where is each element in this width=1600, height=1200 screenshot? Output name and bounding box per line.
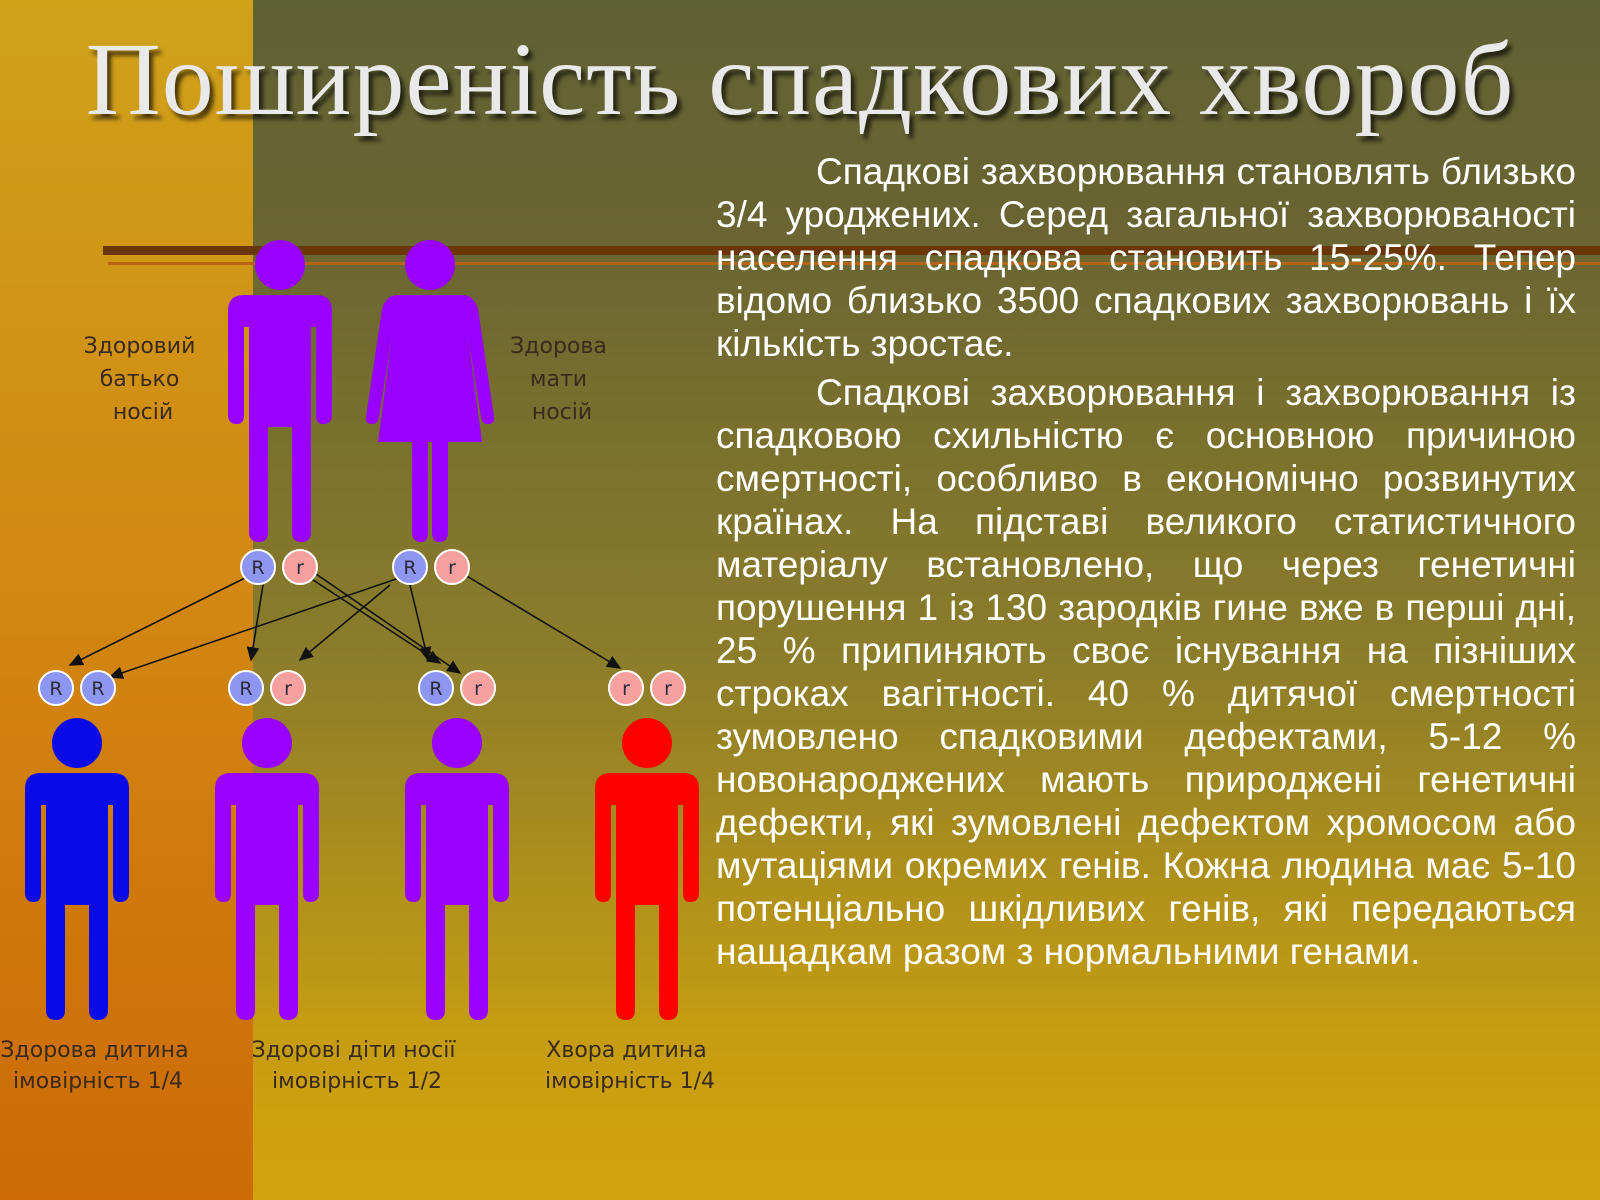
paragraph-1: Спадкові захворювання становлять близько… <box>716 151 1576 364</box>
title-divider-thin <box>108 262 1600 265</box>
svg-text:R: R <box>49 678 62 700</box>
father-label: Здоровий батько носій <box>84 334 203 425</box>
title-divider <box>103 246 1600 255</box>
caption-carrier-children: Здорові діти носії імовірність 1/2 <box>252 1038 463 1094</box>
child-carrier-figure <box>215 718 319 1020</box>
svg-text:r: r <box>622 678 630 700</box>
child3-alleles: R r <box>418 670 496 706</box>
svg-text:R: R <box>91 678 104 700</box>
caption-healthy-child: Здорова дитина імовірність 1/4 <box>0 1038 195 1094</box>
left-color-band <box>0 0 253 1200</box>
slide-body-text: Спадкові захворювання становлять близько… <box>716 150 1576 979</box>
svg-text:r: r <box>664 678 672 700</box>
svg-text:R: R <box>239 678 252 700</box>
caption-sick-child: Хвора дитина імовірність 1/4 <box>545 1038 715 1094</box>
child4-alleles: r r <box>608 670 686 706</box>
paragraph-2: Спадкові захворювання і захворювання із … <box>716 372 1576 972</box>
mother-figure <box>365 240 495 542</box>
svg-text:R: R <box>429 678 442 700</box>
mother-label: Здорова мати носій <box>510 334 614 425</box>
child-sick-figure <box>595 718 699 1020</box>
father-alleles: R r <box>240 549 318 585</box>
svg-text:R: R <box>403 557 416 579</box>
child1-alleles: R R <box>38 670 116 706</box>
svg-text:r: r <box>284 678 292 700</box>
svg-text:r: r <box>296 557 304 579</box>
svg-text:r: r <box>474 678 482 700</box>
child-healthy-figure <box>25 718 129 1020</box>
svg-text:r: r <box>448 557 456 579</box>
inheritance-arrows <box>68 573 622 679</box>
mother-alleles: R r <box>392 549 470 585</box>
slide-title: Поширеність спадкових хвороб <box>85 22 1515 137</box>
inheritance-diagram: Здоровий батько носій Здорова мати носій… <box>0 240 715 1094</box>
father-figure <box>228 240 332 542</box>
child2-alleles: R r <box>228 670 306 706</box>
child-carrier-figure <box>405 718 509 1020</box>
svg-text:R: R <box>251 557 264 579</box>
